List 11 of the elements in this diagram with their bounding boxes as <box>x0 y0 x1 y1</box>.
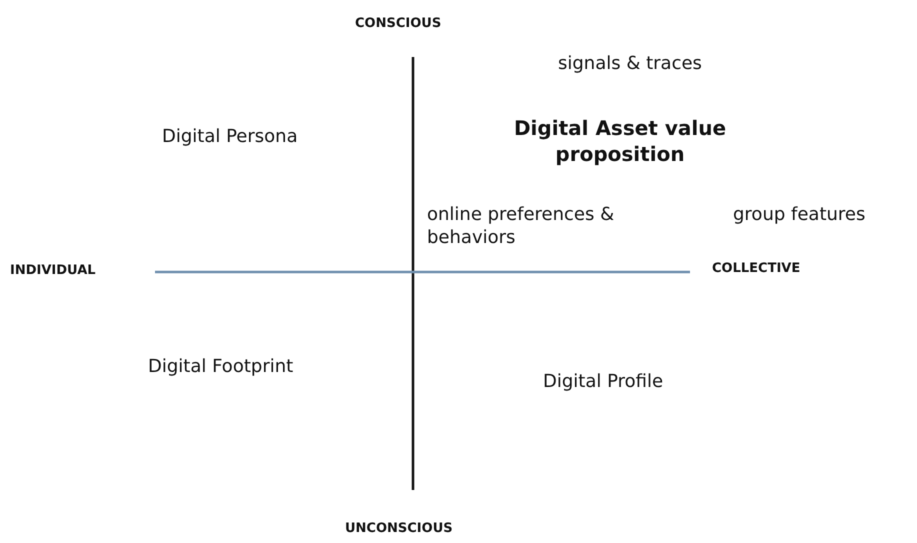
quadrant-label: Digital Persona <box>162 125 298 148</box>
axis-label: CONSCIOUS <box>355 16 442 33</box>
quadrant-label: group features <box>733 203 866 226</box>
quadrant-label: Digital Footprint <box>148 355 294 378</box>
quadrant-label: Digital Profile <box>543 370 664 394</box>
axis-label: COLLECTIVE <box>712 261 800 278</box>
quadrant-label: signals & traces <box>558 52 702 76</box>
axis-label: UNCONSCIOUS <box>345 521 453 538</box>
axis-label: INDIVIDUAL <box>10 263 96 280</box>
title-label: Digital Asset value proposition <box>512 115 728 167</box>
quadrant-label: online preferences & behaviors <box>427 203 616 250</box>
